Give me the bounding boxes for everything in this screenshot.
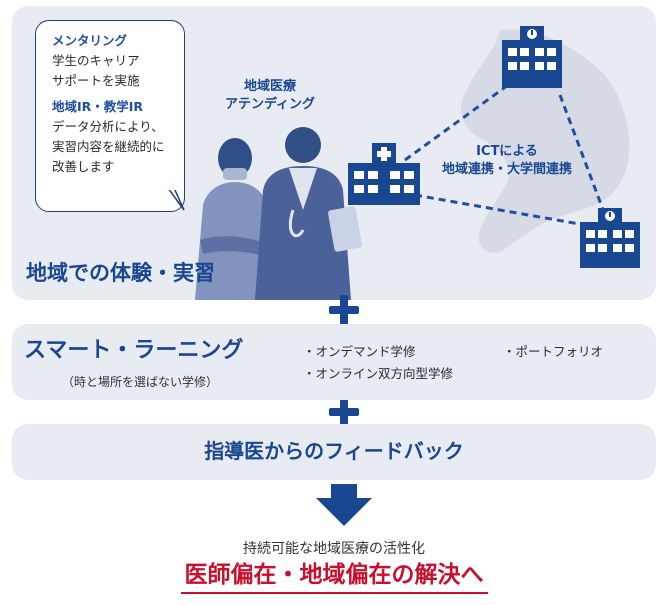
speech-bubble-tail (168, 188, 185, 211)
attending-label-line1: 地域医療 (243, 79, 296, 94)
ir-heading: 地域IR・教学IR (52, 99, 144, 114)
outcome-title-wrap: 医師偏在・地域偏在の解決へ (0, 560, 668, 594)
outcome-title: 医師偏在・地域偏在の解決へ (180, 560, 488, 594)
ir-text: 改善します (52, 159, 115, 174)
plus-icon (329, 295, 359, 325)
mentoring-text: 学生のキャリア (52, 53, 140, 68)
attending-label: 地域医療 アテンディング (210, 78, 330, 114)
ict-label-line1: ICTによる (476, 144, 538, 159)
ict-label: ICTによる 地域連携・大学間連携 (432, 143, 582, 179)
ir-text: 実習内容を継続的に (52, 139, 165, 154)
hospital-icon (348, 143, 420, 205)
hospital-icon (580, 208, 640, 268)
attending-label-line2: アテンディング (224, 97, 316, 112)
local-experience-title: 地域での体験・実習 (26, 261, 215, 285)
hospital-icon (502, 26, 562, 88)
bullet-item: ・オンデマンド学修 (303, 344, 416, 359)
smart-learning-panel (12, 324, 656, 400)
outcome-subtitle: 持続可能な地域医療の活性化 (243, 541, 425, 557)
network-lines (404, 78, 607, 227)
bullet-item: ・ポートフォリオ (503, 344, 604, 359)
mentoring-text: サポートを実施 (52, 73, 140, 88)
down-arrow-icon (316, 484, 372, 526)
speech-bubble: メンタリング 学生のキャリア サポートを実施 地域IR・教学IR データ分析によ… (35, 20, 185, 212)
doctor-silhouette (195, 127, 362, 300)
feedback-title: 指導医からのフィードバック (204, 439, 464, 463)
ict-label-line2: 地域連携・大学間連携 (441, 162, 572, 177)
smart-learning-title: スマート・ラーニング (24, 338, 244, 363)
plus-icon (329, 397, 359, 427)
feedback-panel (12, 424, 656, 480)
bullet-item: ・オンライン双方向型学修 (303, 366, 454, 381)
smart-learning-subtitle: （時と場所を選ばない学修） (62, 375, 219, 389)
ir-text: データ分析により、 (52, 119, 164, 134)
mentoring-heading: メンタリング (52, 33, 128, 48)
